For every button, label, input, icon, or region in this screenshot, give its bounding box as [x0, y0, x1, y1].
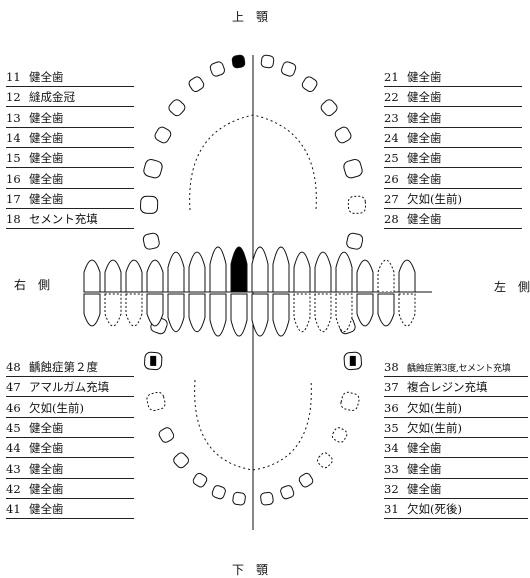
- lower-front-tooth: [210, 294, 226, 336]
- upper-front-tooth: [147, 260, 163, 292]
- upper-front-tooth: [189, 252, 205, 292]
- upper-occlusal-tooth: [142, 158, 163, 179]
- lower-occlusal-tooth: [316, 451, 334, 469]
- lower-occlusal-tooth: [158, 426, 176, 444]
- lower-occlusal-tooth: [260, 492, 274, 506]
- upper-front-tooth: [84, 260, 100, 292]
- upper-occlusal-tooth: [280, 61, 297, 78]
- filling-mark: [150, 356, 156, 366]
- lower-front-tooth: [252, 294, 268, 336]
- lower-front-tooth: [399, 294, 415, 326]
- upper-occlusal-tooth: [348, 196, 366, 214]
- upper-front-tooth: [273, 247, 289, 292]
- upper-front-tooth: [294, 252, 310, 292]
- lower-front-tooth: [357, 294, 373, 326]
- lower-front-tooth: [294, 294, 310, 332]
- upper-occlusal-tooth: [301, 75, 319, 93]
- lower-front-tooth: [273, 294, 289, 336]
- lower-front-tooth: [105, 294, 121, 326]
- upper-occlusal-tooth: [167, 98, 187, 118]
- upper-occlusal-tooth: [153, 125, 172, 144]
- upper-occlusal-tooth: [140, 196, 158, 214]
- lower-front-tooth: [231, 294, 247, 336]
- lower-occlusal-tooth: [146, 391, 167, 412]
- lower-occlusal-tooth: [211, 485, 226, 500]
- upper-occlusal-tooth: [142, 232, 160, 250]
- upper-front-tooth: [105, 260, 121, 292]
- lower-front-tooth: [84, 294, 100, 326]
- lower-front-tooth: [168, 294, 184, 332]
- lower-front-tooth: [315, 294, 331, 332]
- lower-occlusal-tooth: [280, 485, 295, 500]
- upper-front-tooth: [336, 252, 352, 292]
- lower-occlusal-tooth: [232, 492, 246, 506]
- upper-front-tooth: [378, 260, 394, 292]
- upper-occlusal-tooth: [261, 55, 275, 69]
- lower-front-tooth: [378, 294, 394, 326]
- upper-occlusal-tooth: [346, 232, 364, 250]
- upper-front-tooth: [399, 260, 415, 292]
- upper-occlusal-tooth: [209, 61, 226, 78]
- upper-occlusal-tooth: [232, 55, 246, 69]
- lower-front-tooth: [189, 294, 205, 332]
- lower-occlusal-tooth: [331, 426, 349, 444]
- upper-front-tooth: [168, 252, 184, 292]
- filling-mark: [350, 356, 356, 366]
- lower-occlusal-tooth: [172, 451, 190, 469]
- upper-occlusal-tooth: [187, 75, 205, 93]
- lower-occlusal-tooth: [192, 472, 209, 489]
- upper-occlusal-tooth: [342, 158, 363, 179]
- upper-front-tooth: [231, 247, 247, 292]
- upper-front-tooth: [315, 252, 331, 292]
- lower-occlusal-tooth: [298, 472, 315, 489]
- upper-front-tooth: [357, 260, 373, 292]
- lower-front-tooth: [126, 294, 142, 326]
- upper-front-tooth: [252, 247, 268, 292]
- lower-occlusal-tooth: [340, 391, 361, 412]
- upper-front-tooth: [210, 247, 226, 292]
- upper-front-tooth: [126, 260, 142, 292]
- upper-occlusal-tooth: [334, 125, 353, 144]
- upper-occlusal-tooth: [319, 98, 339, 118]
